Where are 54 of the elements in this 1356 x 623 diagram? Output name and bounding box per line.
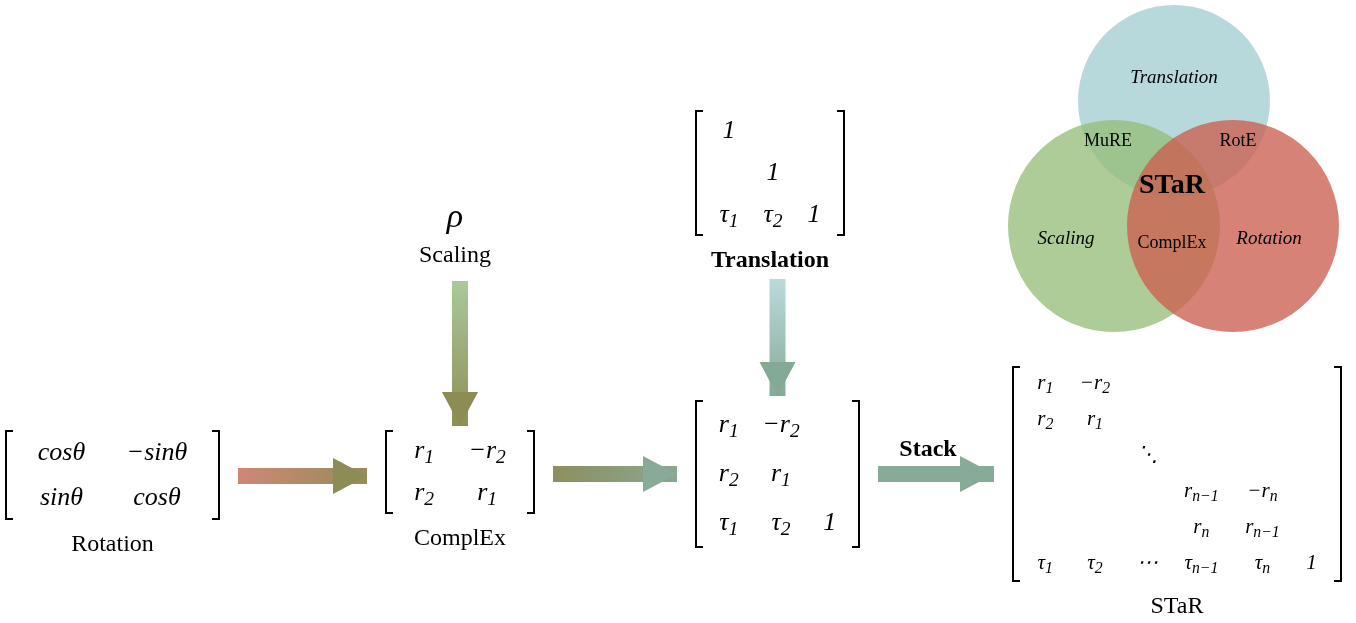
matrix-entry: cosθ: [133, 481, 181, 511]
matrix-entry: r$_{2}$: [414, 477, 435, 506]
matrix-entry: r$_{1}$: [414, 435, 435, 464]
edge-label: Stack: [899, 435, 957, 461]
matrix-caption: Translation: [710, 245, 830, 274]
venn-label: ComplEx: [1137, 231, 1207, 252]
matrix-caption: STaR: [1150, 591, 1204, 620]
block-arrow: [878, 456, 994, 492]
matrix-entry: 1: [766, 157, 780, 186]
matrix-entry: r$_{1}$: [1086, 406, 1103, 430]
circle-label: Translation: [1130, 65, 1218, 87]
matrix-entry: r$_{1}$: [1037, 370, 1054, 394]
block-arrow: [759, 279, 796, 396]
matrix-entry: τ$_{1}$: [719, 199, 739, 228]
matrix-entry: 1: [807, 199, 821, 228]
venn-label: RotE: [1219, 129, 1257, 150]
matrix-entry: τ$_{2}$: [771, 507, 791, 537]
venn-label: STaR: [1139, 168, 1205, 199]
matrix-entry: −r$_{2}$: [762, 408, 800, 438]
matrix-entry: τ$_{2}$: [1087, 550, 1103, 574]
matrix-entry: r$_{n}$: [1193, 514, 1210, 538]
operation-label: Scaling: [419, 240, 491, 269]
matrix-entry: 1: [722, 115, 736, 144]
matrix-entry: −sinθ: [126, 436, 188, 466]
matrix-entry: −r$_{2}$: [468, 435, 506, 464]
matrix-entry: τ$_{1}$: [719, 507, 739, 537]
block-arrow: [553, 456, 677, 492]
matrix-entry: −r$_{n}$: [1247, 478, 1278, 502]
matrix-entry: r$_{2}$: [718, 458, 739, 487]
matrix-entry: r$_{1}$: [477, 477, 498, 506]
matrix-entry: r$_{n−1}$: [1245, 514, 1280, 538]
matrix-entry: r$_{2}$: [1037, 406, 1054, 430]
matrix-caption: ComplEx: [414, 523, 506, 552]
venn-label: MuRE: [1084, 129, 1132, 150]
matrix-entry: cosθ: [37, 436, 86, 466]
matrix-entry: 1: [823, 507, 837, 537]
matrix-entry: ⋱: [1136, 442, 1158, 466]
matrix-entry: 1: [1306, 550, 1317, 574]
matrix-entry: −r$_{2}$: [1079, 370, 1111, 394]
matrix-entry: ⋯: [1136, 550, 1158, 574]
math-symbol: ρ: [446, 196, 464, 236]
matrix-entry: r$_{n−1}$: [1184, 478, 1219, 502]
matrix-entry: τ$_{1}$: [1037, 550, 1053, 574]
matrix-entry: τ$_{n−1}$: [1184, 550, 1219, 574]
matrix-entry: τ$_{2}$: [763, 199, 783, 228]
matrix-entry: sinθ: [39, 481, 83, 511]
block-arrow: [238, 458, 367, 494]
matrix-entry: r$_{1}$: [771, 458, 791, 487]
matrix-entry: r$_{1}$: [718, 408, 739, 438]
matrix-entry: τ$_{n}$: [1254, 550, 1271, 574]
circle-label: Rotation: [1236, 226, 1302, 248]
circle-label: Scaling: [1037, 226, 1095, 248]
matrix-caption: Rotation: [71, 529, 154, 558]
block-arrow: [442, 281, 478, 426]
